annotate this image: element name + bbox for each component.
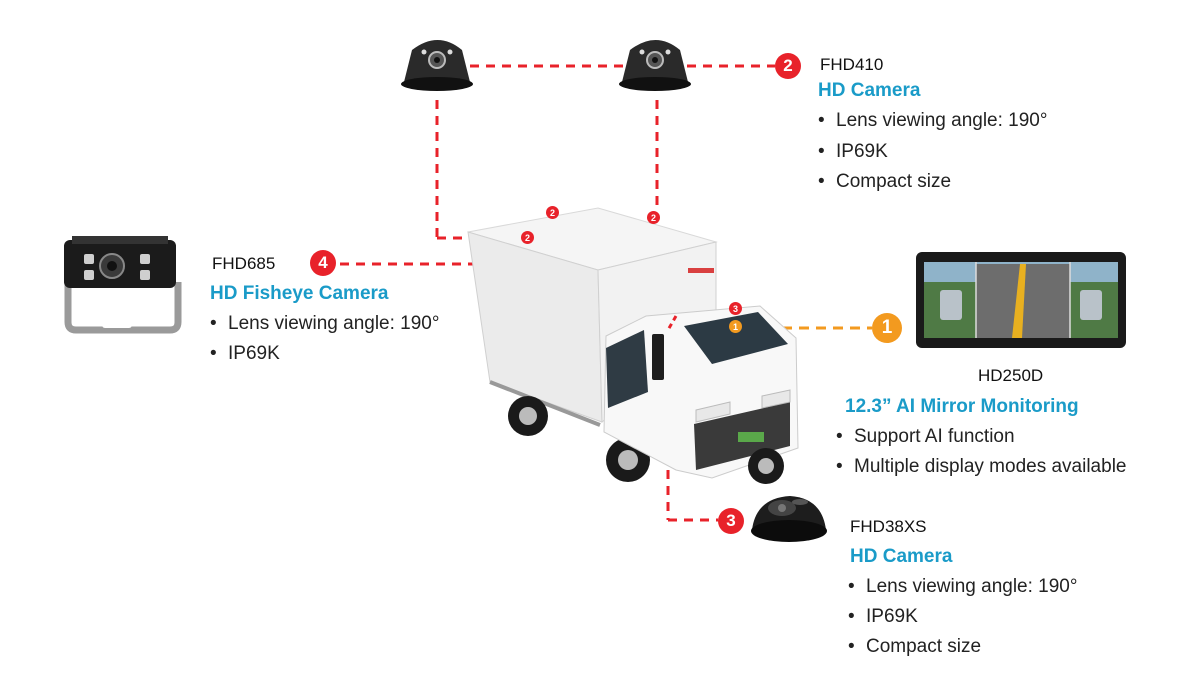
fhd410-camera-right <box>619 40 691 91</box>
truck-marker-fhd38xs: 3 <box>729 302 742 315</box>
fhd685-title: HD Fisheye Camera <box>210 283 389 304</box>
fhd38xs-feature-1: •Lens viewing angle: 190° <box>848 576 1078 597</box>
hd250d-title: 12.3” AI Mirror Monitoring <box>845 396 1079 417</box>
truck-marker-fhd410-right: 2 <box>647 211 660 224</box>
hd250d-feature-1: •Support AI function <box>836 426 1015 447</box>
fhd38xs-model: FHD38XS <box>850 517 927 536</box>
fhd685-camera <box>64 236 182 334</box>
fhd38xs-camera <box>751 496 827 542</box>
fhd685-feature-2: •IP69K <box>210 343 280 364</box>
hd250d-monitor <box>916 252 1126 348</box>
truck-marker-fhd410-left: 2 <box>521 231 534 244</box>
fhd410-feature-2: •IP69K <box>818 141 888 162</box>
badge-hd250d: 1 <box>872 313 902 343</box>
truck-marker-fhd685: 2 <box>546 206 559 219</box>
fhd38xs-feature-3: •Compact size <box>848 636 982 657</box>
fhd38xs-title: HD Camera <box>850 546 953 567</box>
badge-fhd685: 4 <box>310 250 336 276</box>
badge-fhd38xs: 3 <box>718 508 744 534</box>
fhd410-model: FHD410 <box>820 55 884 74</box>
hd250d-model: HD250D <box>978 366 1044 385</box>
hd250d-feature-2: •Multiple display modes available <box>836 456 1127 477</box>
fhd410-feature-1: •Lens viewing angle: 190° <box>818 110 1048 131</box>
truck-illustration <box>467 207 799 484</box>
fhd410-title: HD Camera <box>818 80 921 101</box>
badge-fhd410: 2 <box>775 53 801 79</box>
fhd685-feature-1: •Lens viewing angle: 190° <box>210 313 440 334</box>
fhd38xs-feature-2: •IP69K <box>848 606 918 627</box>
fhd410-camera-left <box>401 40 473 91</box>
fhd410-feature-3: •Compact size <box>818 171 952 192</box>
truck-marker-hd250d: 1 <box>729 320 742 333</box>
fhd685-model: FHD685 <box>212 254 276 273</box>
